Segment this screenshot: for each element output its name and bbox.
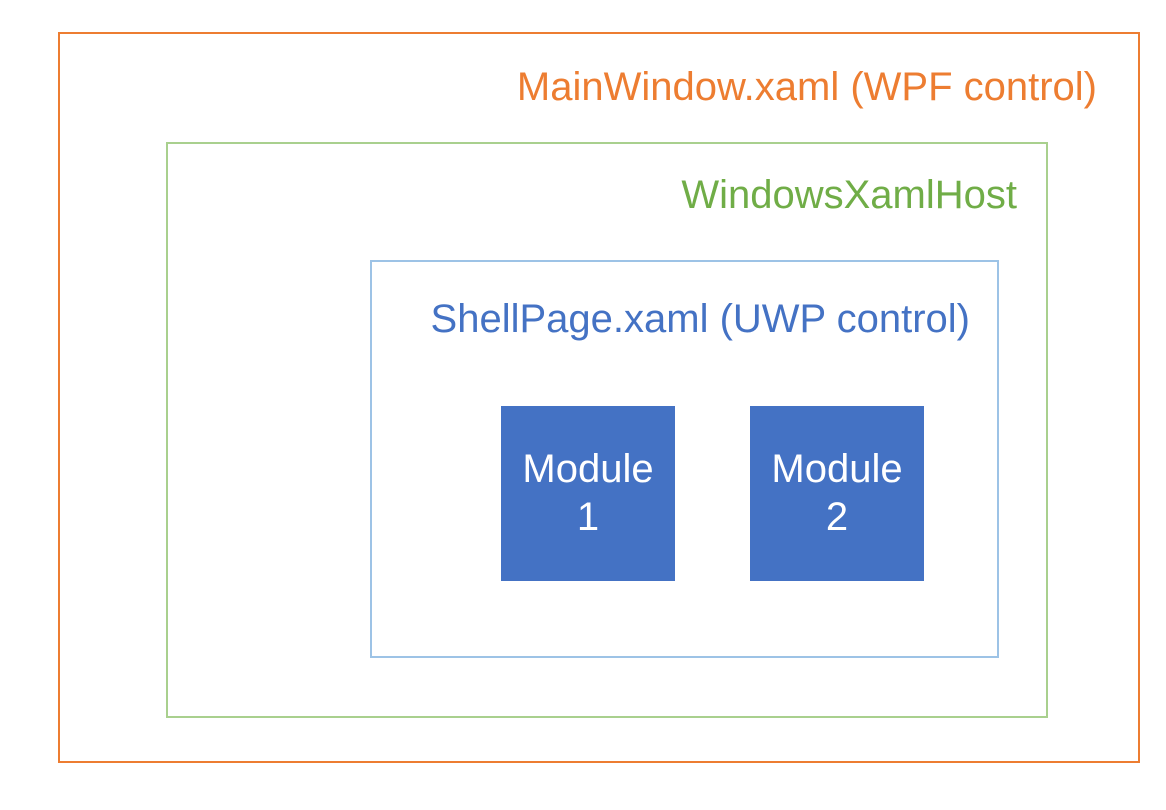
mainwindow-container: MainWindow.xaml (WPF control): [58, 32, 1140, 763]
windowsxamlhost-label: WindowsXamlHost: [681, 173, 1017, 217]
module-1-tile: Module 1: [501, 406, 675, 581]
shellpage-container: ShellPage.xaml (UWP control): [370, 260, 999, 658]
mainwindow-label: MainWindow.xaml (WPF control): [516, 65, 1097, 109]
module-2-tile: Module 2: [750, 406, 924, 581]
windowsxamlhost-container: WindowsXamlHost: [166, 142, 1048, 718]
module-2-label-line2: 2: [825, 494, 849, 539]
module-1-label-line1: Module: [522, 447, 654, 492]
shellpage-label: ShellPage.xaml (UWP control): [430, 297, 970, 341]
module-2-label-line1: Module: [771, 447, 903, 492]
module-1-label-line2: 1: [576, 494, 600, 539]
